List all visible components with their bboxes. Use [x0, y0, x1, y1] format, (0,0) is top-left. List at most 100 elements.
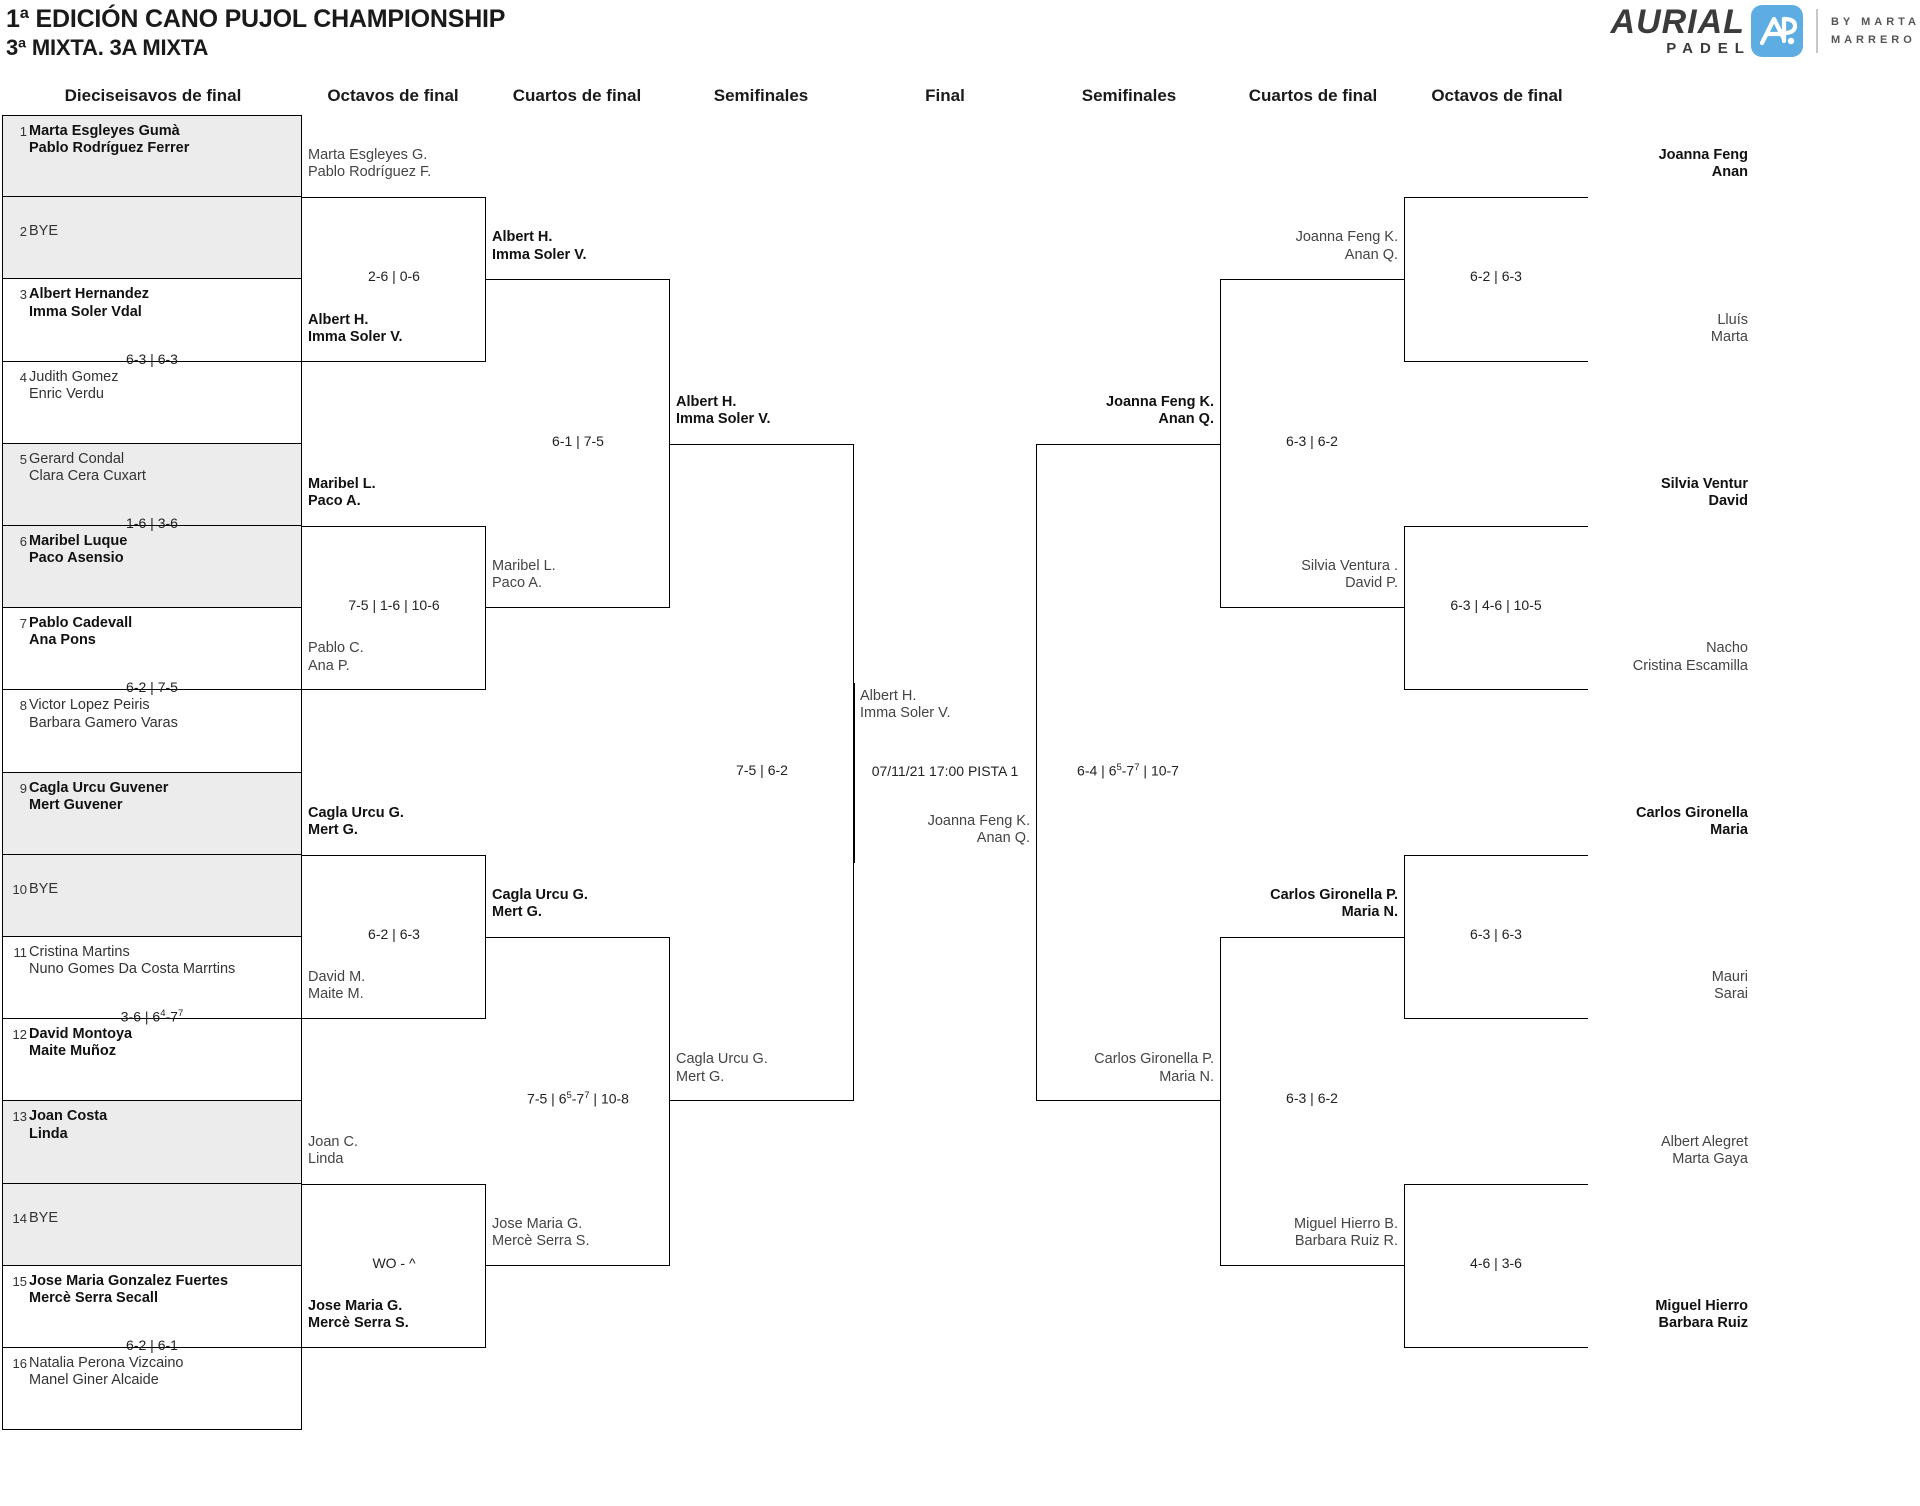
match-player-bottom: David M.Maite M.	[308, 969, 366, 1003]
match-score: 6-1 | 7-5	[552, 432, 604, 449]
round-header-r3-right: Cuartos de final	[1248, 86, 1378, 105]
bracket-connector	[1404, 1183, 1588, 1348]
round-header-final: Final	[925, 86, 965, 105]
match-player-bottom: Jose Maria G.Mercè Serra S.	[492, 1215, 590, 1249]
match-score: 6-3 | 6-2	[1286, 1090, 1338, 1107]
match-player-top: Albert H.Imma Soler V.	[676, 393, 771, 427]
match-score: 7-5 | 65-77 | 10-8	[527, 1090, 629, 1108]
round-header-r4-left: Semifinales	[713, 86, 809, 105]
logo-byline-2: MARRERO	[1830, 34, 1916, 46]
match-player-bottom: Carlos Gironella P.Maria N.	[1094, 1051, 1214, 1085]
seed-bye-label: BYE	[29, 880, 59, 897]
match-player-top: Cagla Urcu G.Mert G.	[308, 804, 404, 838]
seed-number: 7	[19, 616, 27, 632]
seed-number: 2	[19, 224, 27, 240]
bracket-connector	[486, 279, 670, 609]
match-player-bottom: Miguel Hierro B.Barbara Ruiz R.	[1294, 1215, 1398, 1249]
bracket-connector	[1404, 854, 1588, 1020]
bracket-connector	[670, 443, 854, 1102]
match-score: 7-5 | 1-6 | 10-6	[348, 597, 440, 614]
match-player-bottom: Jose Maria G.Mercè Serra S.	[308, 1298, 409, 1332]
seed-number: 13	[12, 1109, 27, 1125]
round-header-r4-right: Semifinales	[1081, 86, 1177, 105]
round-header-r3-left: Cuartos de final	[512, 86, 642, 105]
seed-bye-label: BYE	[29, 1209, 59, 1226]
match-score: 4-6 | 3-6	[1470, 1254, 1522, 1271]
bracket-connector	[302, 197, 486, 362]
seed-number: 6	[19, 534, 27, 549]
logo-byline-1: BY MARTA	[1830, 15, 1920, 28]
bracket-connector	[1036, 443, 1220, 1102]
seed-number: 15	[12, 1273, 27, 1289]
match-player-top: Carlos Gironella P.Maria N.	[1270, 887, 1398, 921]
match-player-bottom: Maribel L.Paco A.	[492, 558, 556, 592]
match-player-top: Joan C.Linda	[308, 1133, 358, 1167]
round-header-r2-right: Octavos de final	[1431, 86, 1563, 105]
bracket-connector	[1404, 197, 1588, 362]
bracket-connector	[1220, 937, 1404, 1266]
round-header-r1-left: Dieciseisavos de final	[64, 86, 242, 105]
seed-number: 5	[19, 451, 27, 467]
match-player-top: Maribel L.Paco A.	[308, 476, 376, 510]
bracket-connector	[302, 526, 486, 691]
match-score: 6-2 | 7-5	[126, 679, 178, 696]
match-player-bottom: Albert H.Imma Soler V.	[308, 311, 403, 345]
match-player-top: Joanna Feng K.Anan Q.	[1106, 393, 1214, 427]
logo-byline: BY MARTA MARRERO	[1831, 13, 1920, 49]
match-score: WO - ^	[372, 1254, 416, 1271]
match-score: 6-3 | 4-6 | 10-5	[1450, 597, 1542, 614]
final-left-stem	[854, 682, 855, 863]
ap-monogram-icon	[1750, 5, 1803, 57]
seed-number: 14	[12, 1210, 27, 1226]
round-header-r2-left: Octavos de final	[327, 86, 459, 105]
bracket-connector	[1220, 279, 1404, 609]
match-score: 7-5 | 6-2	[736, 761, 788, 778]
tournament-name: 1ª EDICIÓN CANO PUJOL CHAMPIONSHIP	[6, 5, 506, 33]
seed-number: 11	[13, 945, 28, 960]
seed-number: 1	[19, 124, 27, 139]
bracket-connector	[486, 937, 670, 1266]
page-title: 1ª EDICIÓN CANO PUJOL CHAMPIONSHIP 3ª MI…	[6, 4, 505, 61]
bracket-connector	[302, 854, 486, 1020]
final-schedule: 07/11/21 17:00 PISTA 1	[871, 762, 1019, 779]
final-player-right: Joanna Feng K.Anan Q.	[927, 812, 1030, 846]
match-player-top: Joanna Feng K.Anan Q.	[1295, 229, 1398, 263]
logo-wordmark: AURIAL PADEL	[1611, 5, 1745, 55]
match-player-bottom: Pablo C.Ana P.	[308, 640, 364, 674]
match-player-top: Cagla Urcu G.Mert G.	[492, 887, 588, 921]
final-player-left: Albert H.Imma Soler V.	[860, 687, 951, 721]
seed-number: 16	[12, 1356, 27, 1371]
match-score: 6-3 | 6-3	[126, 350, 178, 367]
bracket-connector	[1404, 526, 1588, 691]
